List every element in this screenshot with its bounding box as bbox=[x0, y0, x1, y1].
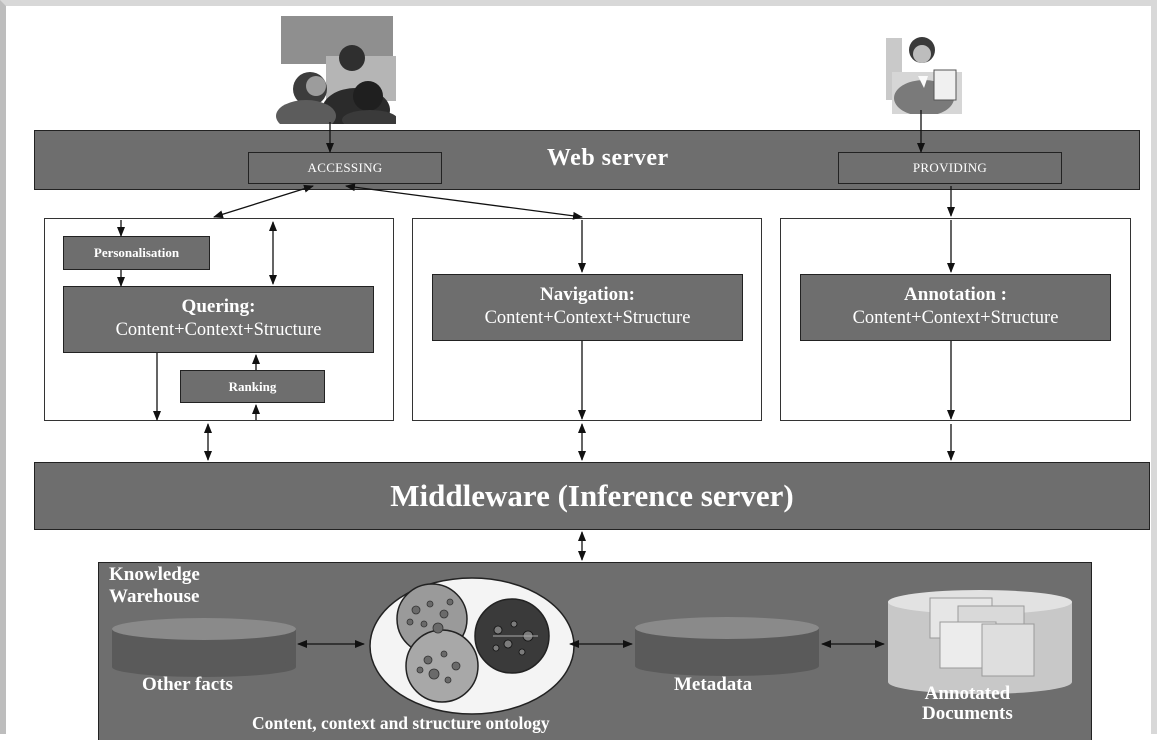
querying-box: Quering: Content+Context+Structure bbox=[63, 286, 374, 353]
arrow-accessing-querying bbox=[213, 184, 314, 219]
web-server-title: Web server bbox=[547, 145, 669, 171]
annotated-documents-icon bbox=[888, 590, 1072, 694]
accessing-box: ACCESSING bbox=[248, 152, 442, 184]
providing-box: PROVIDING bbox=[838, 152, 1062, 184]
navigation-subtitle: Content+Context+Structure bbox=[484, 308, 691, 328]
users-group-icon bbox=[276, 16, 396, 124]
personalisation-box: Personalisation bbox=[63, 236, 210, 270]
annotation-subtitle: Content+Context+Structure bbox=[852, 308, 1059, 328]
kw-title-line2: Warehouse bbox=[109, 586, 200, 607]
annotated-line1: Annotated bbox=[924, 683, 1011, 704]
kw-title-line1: Knowledge bbox=[109, 564, 200, 585]
other-facts-database-icon bbox=[112, 618, 296, 677]
other-facts-label: Other facts bbox=[142, 674, 233, 695]
metadata-label: Metadata bbox=[674, 674, 753, 695]
warehouse-graphics bbox=[112, 577, 1072, 715]
annotated-line2: Documents bbox=[922, 703, 1013, 724]
annotated-documents-label: Annotated Documents bbox=[922, 684, 1013, 724]
arrow-accessing-navigation bbox=[345, 183, 583, 220]
navigation-box: Navigation: Content+Context+Structure bbox=[432, 274, 743, 341]
knowledge-warehouse-title: Knowledge Warehouse bbox=[109, 564, 200, 608]
annotation-title: Annotation : bbox=[904, 284, 1007, 305]
annotation-box: Annotation : Content+Context+Structure bbox=[800, 274, 1111, 341]
provider-person-icon bbox=[886, 37, 962, 114]
connector-arrows bbox=[117, 110, 955, 648]
querying-title: Quering: bbox=[181, 296, 256, 317]
ontology-graph-icon bbox=[369, 577, 575, 715]
navigation-title: Navigation: bbox=[540, 284, 635, 305]
ontology-caption: Content, context and structure ontology bbox=[252, 713, 550, 733]
ranking-box: Ranking bbox=[180, 370, 325, 403]
querying-subtitle: Content+Context+Structure bbox=[115, 320, 322, 340]
middleware-band: Middleware (Inference server) bbox=[34, 462, 1150, 530]
metadata-database-icon bbox=[635, 617, 819, 676]
